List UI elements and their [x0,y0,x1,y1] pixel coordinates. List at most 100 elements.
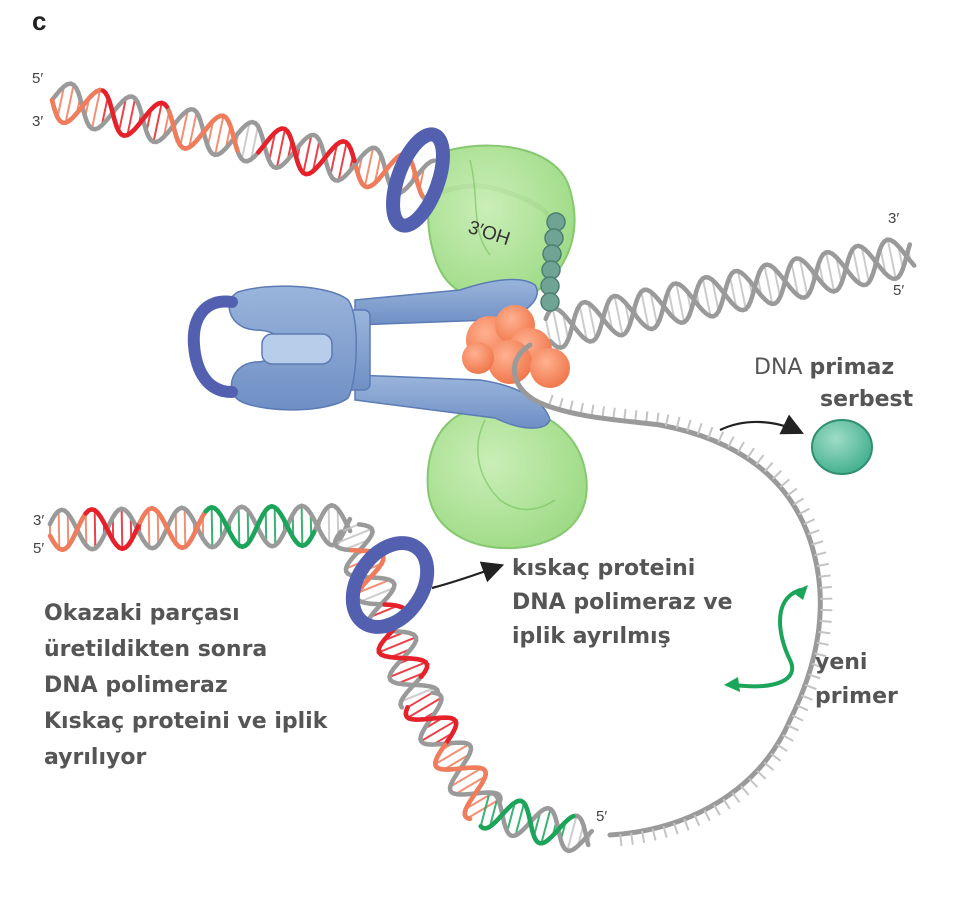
base-pair-rung [240,122,251,160]
ss-base-tick [693,814,701,827]
base-pair-rung [369,604,398,618]
panel-letter: c [32,6,47,36]
base-pair-rung [711,279,720,312]
bottom-strand-5prime-label: 5′ [33,540,45,557]
ss-base-tick [796,704,809,712]
helix-strand-colored [47,511,88,553]
base-pair-rung [540,808,552,844]
ss-base-tick [803,518,816,526]
new-primer [724,585,808,692]
ss-base-tick [703,809,711,822]
helix-strand-colored [478,798,576,846]
base-pair-rung [443,753,470,771]
primase-label-line2: serbest [820,387,914,412]
base-pair-rung [84,513,88,546]
base-pair-rung [373,154,382,184]
base-pair-rung [773,268,782,298]
base-pair-rung [329,143,339,176]
base-pair-rung [93,510,97,549]
base-pair-rung [434,743,470,766]
base-pair-rung [649,291,659,326]
base-pair-rung [126,98,137,136]
tau-linker-beads [540,212,566,312]
ss-base-tick [722,798,731,810]
helix-strand-colored [100,88,170,139]
base-pair-rung [174,511,178,544]
base-pair-rung [334,527,373,545]
ss-base-tick [804,684,817,691]
base-pair-rung [183,508,187,547]
base-pair-rung [275,128,287,168]
okazaki-note: Okazaki parçası üretildikten sonra DNA p… [44,596,327,776]
base-pair-rung [147,509,151,548]
base-pair-rung [337,142,348,181]
ss-base-tick [707,426,714,439]
base-pair-rung [587,303,597,339]
helix-strand-colored [403,705,459,747]
ss-base-tick [782,734,794,742]
top-strand-3prime-label: 3′ [32,113,44,130]
helix-strand [403,705,488,822]
release-arrow-clamp [431,561,505,590]
base-pair-rung [420,719,457,743]
ss-base-tick [662,825,668,838]
base-pair-rung [454,775,486,795]
ss-base-tick [717,431,725,443]
base-pair-rung [378,636,417,654]
ss-base-tick [683,818,690,831]
base-pair-rung [64,84,75,123]
okazaki-note-line-5: ayrılıyor [44,745,147,770]
ss-base-tick [675,416,681,429]
base-pair-rung [514,802,526,836]
ss-base-tick [619,834,623,847]
single-strand-template-loop [547,394,833,847]
base-pair-rung [407,696,442,719]
base-pair-rung [302,134,313,174]
base-pair-rung [400,686,436,703]
lagging-polymerase [426,404,588,550]
base-pair-rung [357,578,391,594]
helix-strand-colored [203,503,317,550]
ss-base-tick [772,469,783,480]
helix-strand [49,81,437,196]
ss-base-tick [630,832,634,845]
parental-duplex-dna [543,237,917,351]
loop-5prime-label: 5′ [596,808,608,825]
base-pair-rung [311,140,321,172]
base-pair-rung [544,318,552,342]
helix-strand-colored [348,547,386,595]
released-primase [811,419,873,475]
ss-base-tick [816,562,829,568]
base-pair-rung [467,797,501,820]
base-pair-rung [449,767,482,788]
ss-base-tick [792,497,805,506]
base-pair-rung [363,147,375,187]
top-strand-5prime-label: 5′ [32,70,44,87]
base-pair-rung [156,511,160,545]
base-pair-rung [763,265,774,305]
base-pair-rung [675,283,686,323]
ss-base-tick [672,822,679,835]
base-pair-rung [578,305,588,341]
ss-base-tick [787,724,799,732]
base-pair-rung [640,291,650,329]
ss-base-tick [755,454,765,466]
base-pair-rung [117,98,127,132]
base-pair-rung [407,691,433,709]
base-pair-rung [397,671,425,685]
base-pair-rung [246,510,250,544]
clamp-release-line-1: kıskaç proteini [512,556,696,581]
base-pair-rung [737,270,747,310]
helix-strand [47,503,353,552]
lagging-clamp-ring [345,536,435,634]
base-pair-rung [264,510,268,543]
ss-base-tick [818,574,831,578]
helix-strand-colored [83,506,143,552]
primase-label-prefix: DNA [754,355,810,380]
ss-base-tick [756,769,767,780]
ss-base-tick [763,761,775,771]
base-pair-rung [120,508,124,549]
base-pair-rung [701,278,712,317]
helix-strand-colored [433,742,488,822]
